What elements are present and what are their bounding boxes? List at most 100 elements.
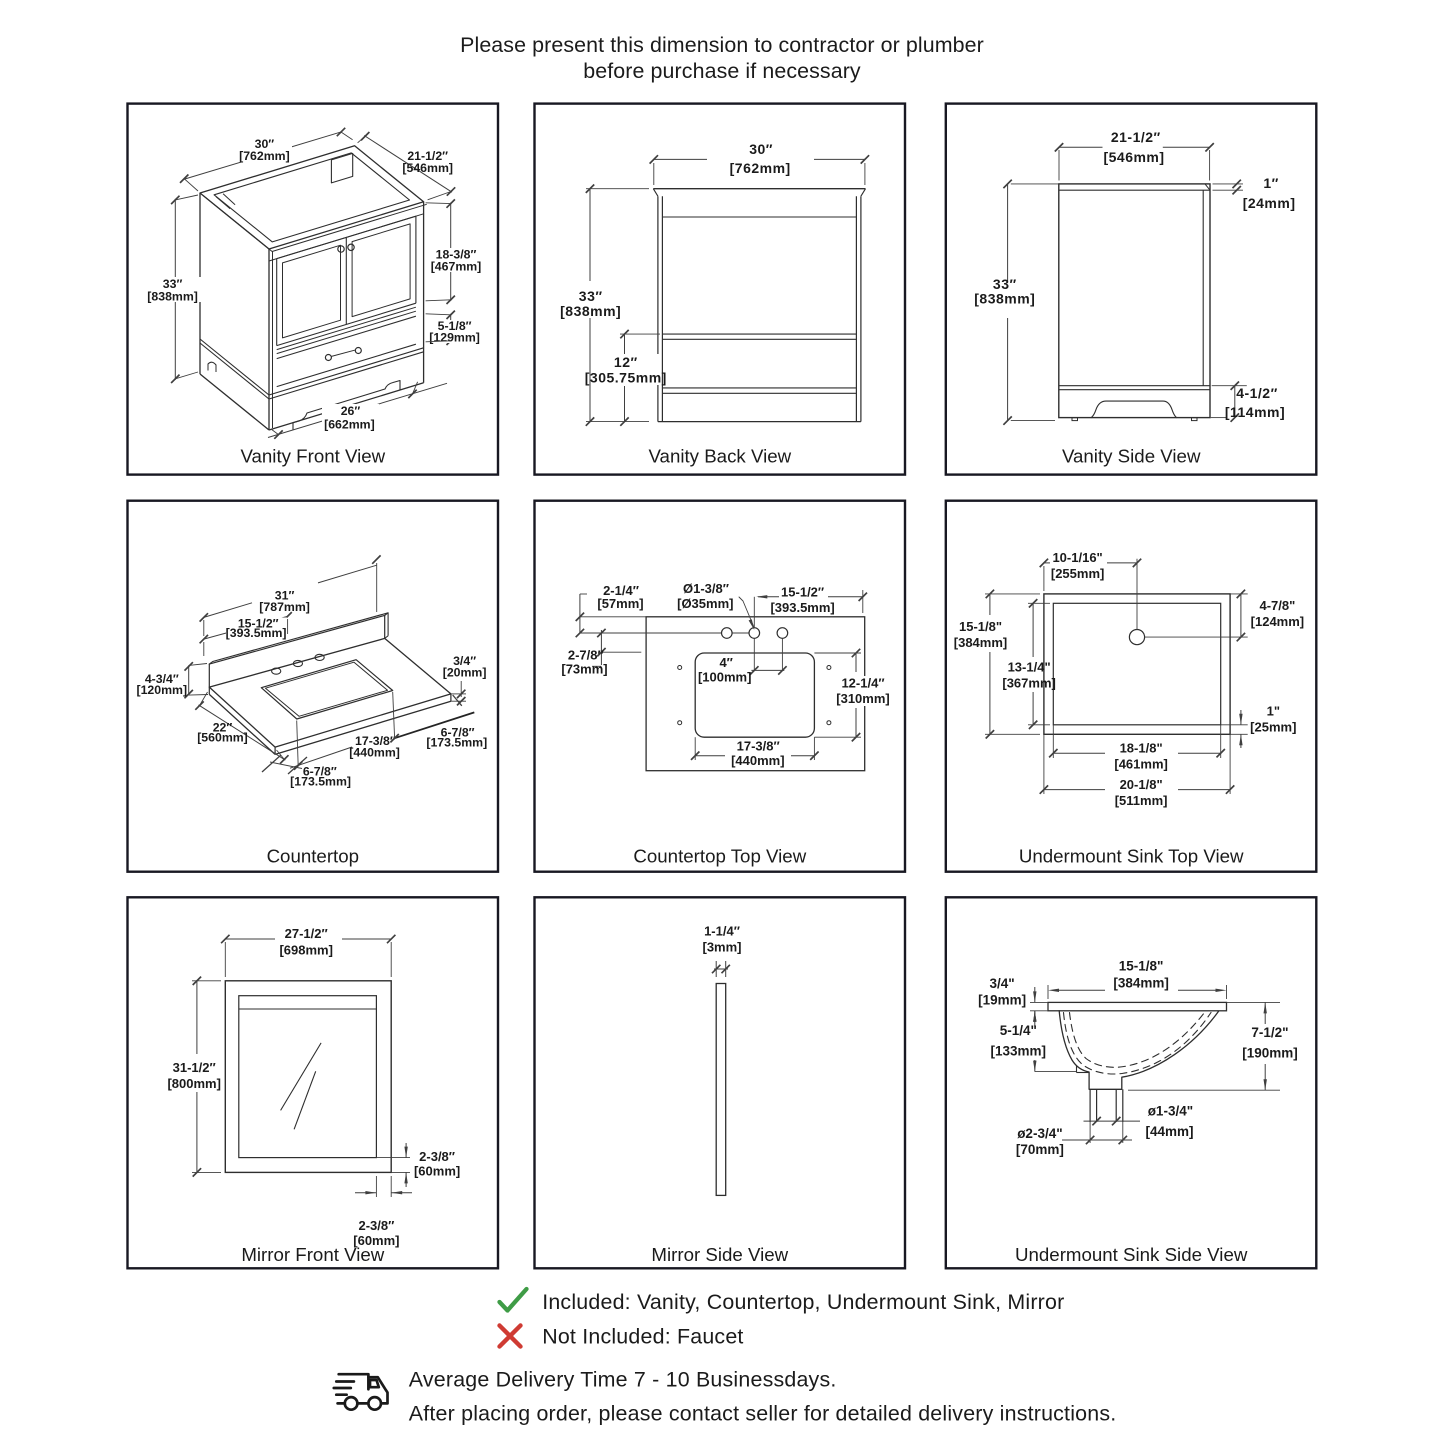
svg-text:[44mm]: [44mm] — [1145, 1124, 1193, 1139]
svg-text:10-1/16": 10-1/16" — [1052, 550, 1102, 565]
svg-text:[120mm]: [120mm] — [137, 683, 188, 697]
svg-text:15-1/8": 15-1/8" — [959, 619, 1002, 634]
svg-text:Countertop Top View: Countertop Top View — [633, 845, 806, 866]
svg-text:4″: 4″ — [719, 655, 732, 670]
svg-text:[546mm]: [546mm] — [1103, 149, 1164, 165]
svg-text:33″: 33″ — [579, 288, 603, 304]
svg-text:5-1/4": 5-1/4" — [1000, 1023, 1037, 1038]
svg-text:After placing order, please co: After placing order, please contact sell… — [409, 1401, 1117, 1425]
svg-text:26″: 26″ — [341, 404, 361, 418]
svg-text:[114mm]: [114mm] — [1225, 404, 1285, 420]
svg-text:12-1/4″: 12-1/4″ — [841, 676, 884, 691]
svg-text:[546mm]: [546mm] — [402, 161, 453, 175]
svg-text:4-7/8": 4-7/8" — [1260, 598, 1296, 613]
svg-text:[3mm]: [3mm] — [702, 940, 741, 955]
svg-text:6-7/8″: 6-7/8″ — [441, 726, 475, 740]
svg-text:[310mm]: [310mm] — [836, 691, 889, 706]
svg-text:Vanity Side View: Vanity Side View — [1062, 445, 1201, 466]
svg-text:Countertop: Countertop — [267, 845, 359, 866]
svg-text:Ø1-3/8″: Ø1-3/8″ — [683, 581, 729, 596]
svg-text:2-1/4″: 2-1/4″ — [603, 583, 639, 598]
svg-text:[461mm]: [461mm] — [1114, 757, 1167, 772]
svg-text:[Ø35mm]: [Ø35mm] — [677, 596, 733, 611]
svg-text:31-1/2″: 31-1/2″ — [173, 1060, 216, 1075]
svg-text:15-1/2″: 15-1/2″ — [238, 616, 279, 630]
svg-text:Vanity Back View: Vanity Back View — [648, 445, 791, 466]
svg-text:[440mm]: [440mm] — [731, 753, 784, 768]
svg-text:12″: 12″ — [614, 354, 638, 370]
svg-text:Undermount Sink Side View: Undermount Sink Side View — [1015, 1244, 1248, 1265]
svg-text:33″: 33″ — [163, 277, 183, 291]
svg-text:22″: 22″ — [213, 720, 233, 734]
svg-text:[393.5mm]: [393.5mm] — [770, 600, 834, 615]
svg-text:20-1/8": 20-1/8" — [1120, 777, 1163, 792]
svg-text:[762mm]: [762mm] — [239, 149, 290, 163]
svg-text:Undermount Sink Top View: Undermount Sink Top View — [1019, 845, 1244, 866]
svg-text:2-7/8″: 2-7/8″ — [568, 648, 604, 663]
svg-text:[838mm]: [838mm] — [560, 303, 621, 319]
svg-text:[440mm]: [440mm] — [349, 746, 400, 760]
svg-text:1": 1" — [1267, 703, 1280, 718]
svg-text:[24mm]: [24mm] — [1243, 195, 1296, 211]
svg-text:4-3/4″: 4-3/4″ — [145, 672, 179, 686]
svg-text:18-3/8″: 18-3/8″ — [436, 248, 477, 262]
svg-text:[511mm]: [511mm] — [1115, 793, 1168, 808]
svg-text:[787mm]: [787mm] — [259, 600, 310, 614]
svg-text:1″: 1″ — [1263, 175, 1279, 191]
svg-text:[367mm]: [367mm] — [1002, 676, 1055, 691]
svg-text:Please present this dimension: Please present this dimension to contrac… — [460, 33, 984, 57]
svg-text:[560mm]: [560mm] — [197, 731, 248, 745]
svg-text:[20mm]: [20mm] — [443, 666, 487, 680]
svg-text:17-3/8″: 17-3/8″ — [355, 734, 396, 748]
svg-text:[60mm]: [60mm] — [353, 1233, 399, 1248]
svg-text:[100mm]: [100mm] — [698, 669, 751, 684]
svg-text:[129mm]: [129mm] — [429, 331, 480, 345]
svg-text:33″: 33″ — [993, 276, 1017, 292]
svg-text:4-1/2″: 4-1/2″ — [1236, 385, 1278, 401]
svg-text:[25mm]: [25mm] — [1250, 720, 1296, 735]
svg-text:[255mm]: [255mm] — [1051, 566, 1104, 581]
svg-text:3/4": 3/4" — [990, 976, 1015, 991]
svg-text:18-1/8": 18-1/8" — [1120, 740, 1163, 755]
svg-text:before purchase if necessary: before purchase if necessary — [583, 59, 861, 83]
svg-text:[173.5mm]: [173.5mm] — [426, 736, 487, 750]
svg-text:[70mm]: [70mm] — [1016, 1142, 1064, 1157]
svg-text:[384mm]: [384mm] — [954, 635, 1007, 650]
svg-text:Vanity Front View: Vanity Front View — [240, 445, 385, 466]
svg-text:Included: Vanity, Countertop,: Included: Vanity, Countertop, Undermount… — [542, 1290, 1064, 1314]
svg-text:17-3/8″: 17-3/8″ — [737, 739, 780, 754]
svg-text:[762mm]: [762mm] — [730, 160, 791, 176]
svg-text:7-1/2": 7-1/2" — [1251, 1025, 1288, 1040]
svg-text:[57mm]: [57mm] — [597, 596, 643, 611]
svg-text:[838mm]: [838mm] — [974, 291, 1035, 307]
svg-text:[467mm]: [467mm] — [431, 260, 482, 274]
svg-text:30″: 30″ — [749, 141, 773, 157]
svg-text:15-1/2″: 15-1/2″ — [781, 585, 824, 600]
svg-text:[384mm]: [384mm] — [1113, 976, 1169, 991]
svg-text:ø2-3/4": ø2-3/4" — [1017, 1126, 1062, 1141]
svg-text:[838mm]: [838mm] — [147, 289, 198, 303]
svg-text:21-1/2″: 21-1/2″ — [407, 149, 448, 163]
svg-text:[800mm]: [800mm] — [167, 1076, 220, 1091]
svg-text:[133mm]: [133mm] — [991, 1044, 1047, 1059]
svg-text:[124mm]: [124mm] — [1251, 614, 1304, 629]
svg-text:2-3/8″: 2-3/8″ — [419, 1149, 455, 1164]
svg-text:2-3/8″: 2-3/8″ — [358, 1218, 394, 1233]
svg-text:[73mm]: [73mm] — [561, 662, 607, 677]
svg-text:Not Included: Faucet: Not Included: Faucet — [542, 1325, 743, 1349]
svg-text:Mirror Side View: Mirror Side View — [651, 1244, 788, 1265]
svg-text:13-1/4": 13-1/4" — [1008, 659, 1051, 674]
svg-text:5-1/8″: 5-1/8″ — [438, 319, 472, 333]
svg-text:Mirror Front View: Mirror Front View — [241, 1244, 384, 1265]
svg-text:[60mm]: [60mm] — [414, 1164, 460, 1179]
svg-text:6-7/8″: 6-7/8″ — [303, 765, 337, 779]
svg-text:[190mm]: [190mm] — [1242, 1046, 1298, 1061]
svg-text:27-1/2″: 27-1/2″ — [285, 926, 328, 941]
svg-text:15-1/8": 15-1/8" — [1119, 959, 1164, 974]
svg-text:3/4″: 3/4″ — [453, 654, 476, 668]
svg-text:[173.5mm]: [173.5mm] — [290, 775, 351, 789]
svg-text:1-1/4″: 1-1/4″ — [704, 924, 740, 939]
svg-text:ø1-3/4": ø1-3/4" — [1148, 1104, 1193, 1119]
svg-text:21-1/2″: 21-1/2″ — [1111, 129, 1161, 145]
svg-text:Average Delivery Time 7 - 10 B: Average Delivery Time 7 - 10 Businessday… — [409, 1368, 837, 1392]
